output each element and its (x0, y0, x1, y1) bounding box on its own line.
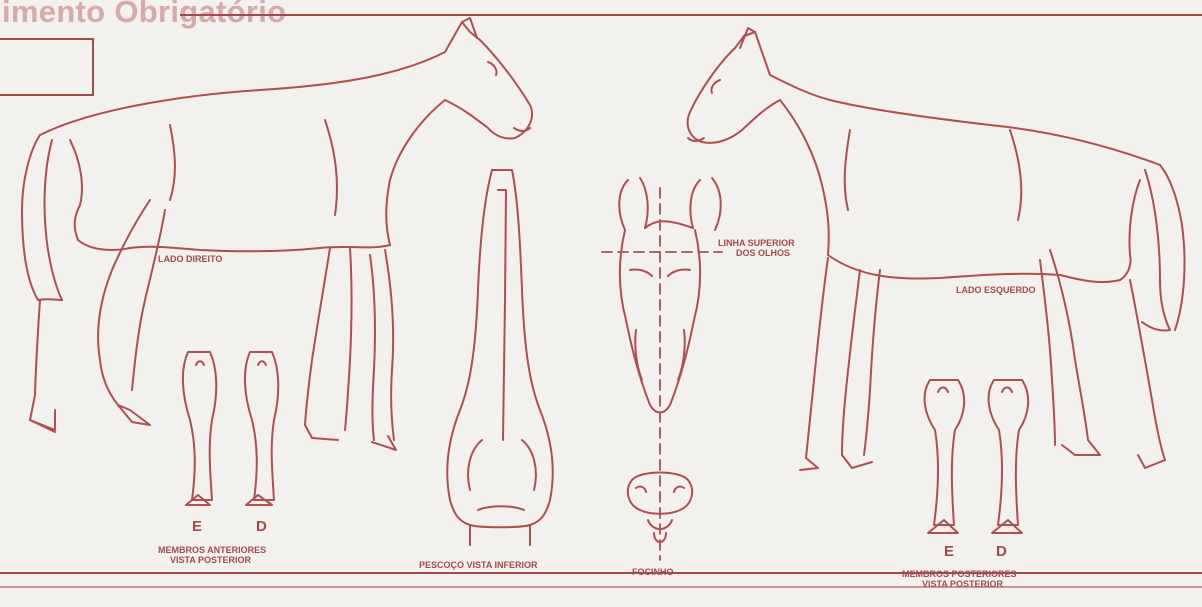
muzzle-caption: FOCINHO (632, 567, 674, 577)
front-legs-caption-2: VISTA POSTERIOR (170, 555, 251, 565)
rear-left-letter: E (944, 543, 954, 560)
front-left-letter: E (192, 518, 202, 535)
neck-caption: PESCOÇO VISTA INFERIOR (419, 560, 538, 570)
rear-legs-caption-2: VISTA POSTERIOR (922, 579, 1003, 589)
horse-right-side-drawing (22, 18, 532, 450)
front-right-letter: D (256, 518, 267, 535)
neck-inferior-drawing (447, 170, 553, 545)
rear-legs-drawing (925, 380, 1029, 533)
rear-right-letter: D (996, 543, 1007, 560)
front-legs-caption-1: MEMBROS ANTERIORES (158, 545, 266, 555)
rear-legs-caption-1: MEMBROS POSTERIORES (902, 569, 1017, 579)
eye-line-label-1: LINHA SUPERIOR (718, 238, 795, 248)
eye-line-label-2: DOS OLHOS (736, 248, 790, 258)
head-front-drawing (602, 178, 722, 560)
right-side-label: LADO DIREITO (158, 254, 222, 264)
left-side-label: LADO ESQUERDO (956, 285, 1036, 295)
front-legs-drawing (183, 352, 278, 505)
